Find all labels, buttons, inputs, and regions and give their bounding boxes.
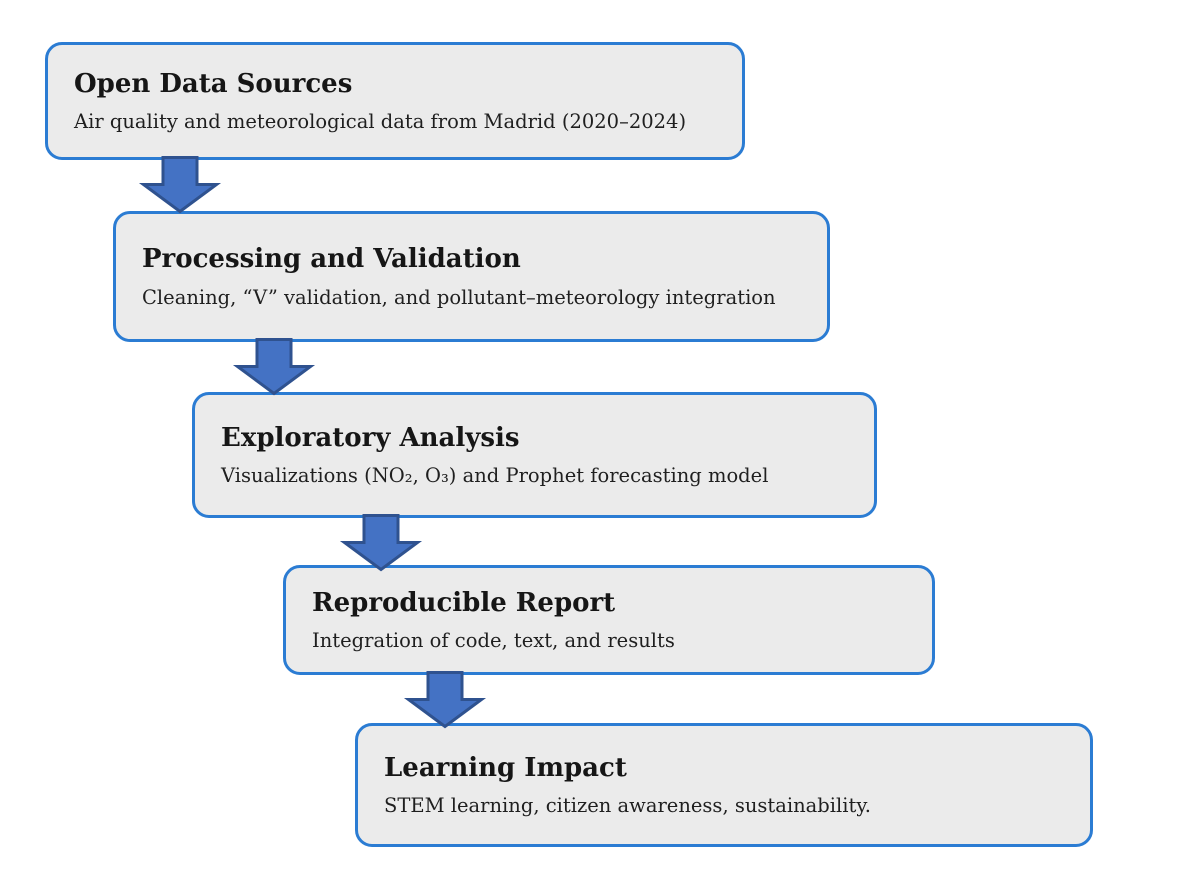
- step-subtitle: Air quality and meteorological data from…: [74, 110, 687, 134]
- step-subtitle: Visualizations (NO₂, O₃) and Prophet for…: [221, 464, 769, 488]
- step-title: Reproducible Report: [312, 587, 616, 618]
- down-arrow-shape: [232, 338, 316, 396]
- step-subtitle: Cleaning, “V” validation, and pollutant–…: [142, 285, 776, 309]
- step-title: Processing and Validation: [142, 244, 521, 275]
- flow-step-processing-and-validation: Processing and Validation Cleaning, “V” …: [113, 211, 830, 342]
- flow-step-open-data-sources: Open Data Sources Air quality and meteor…: [45, 42, 745, 160]
- step-title: Learning Impact: [384, 752, 627, 783]
- step-subtitle: STEM learning, citizen awareness, sustai…: [384, 794, 871, 818]
- down-arrow-icon: [232, 338, 316, 396]
- step-title: Open Data Sources: [74, 68, 353, 99]
- flow-step-learning-impact: Learning Impact STEM learning, citizen a…: [355, 723, 1093, 847]
- down-arrow-icon: [403, 671, 487, 729]
- down-arrow-icon: [339, 514, 423, 572]
- step-title: Exploratory Analysis: [221, 422, 520, 453]
- flow-step-reproducible-report: Reproducible Report Integration of code,…: [283, 565, 935, 675]
- down-arrow-shape: [339, 514, 423, 572]
- flow-step-exploratory-analysis: Exploratory Analysis Visualizations (NO₂…: [192, 392, 877, 518]
- down-arrow-shape: [403, 671, 487, 729]
- down-arrow-icon: [138, 156, 222, 214]
- down-arrow-shape: [138, 156, 222, 214]
- step-subtitle: Integration of code, text, and results: [312, 629, 675, 653]
